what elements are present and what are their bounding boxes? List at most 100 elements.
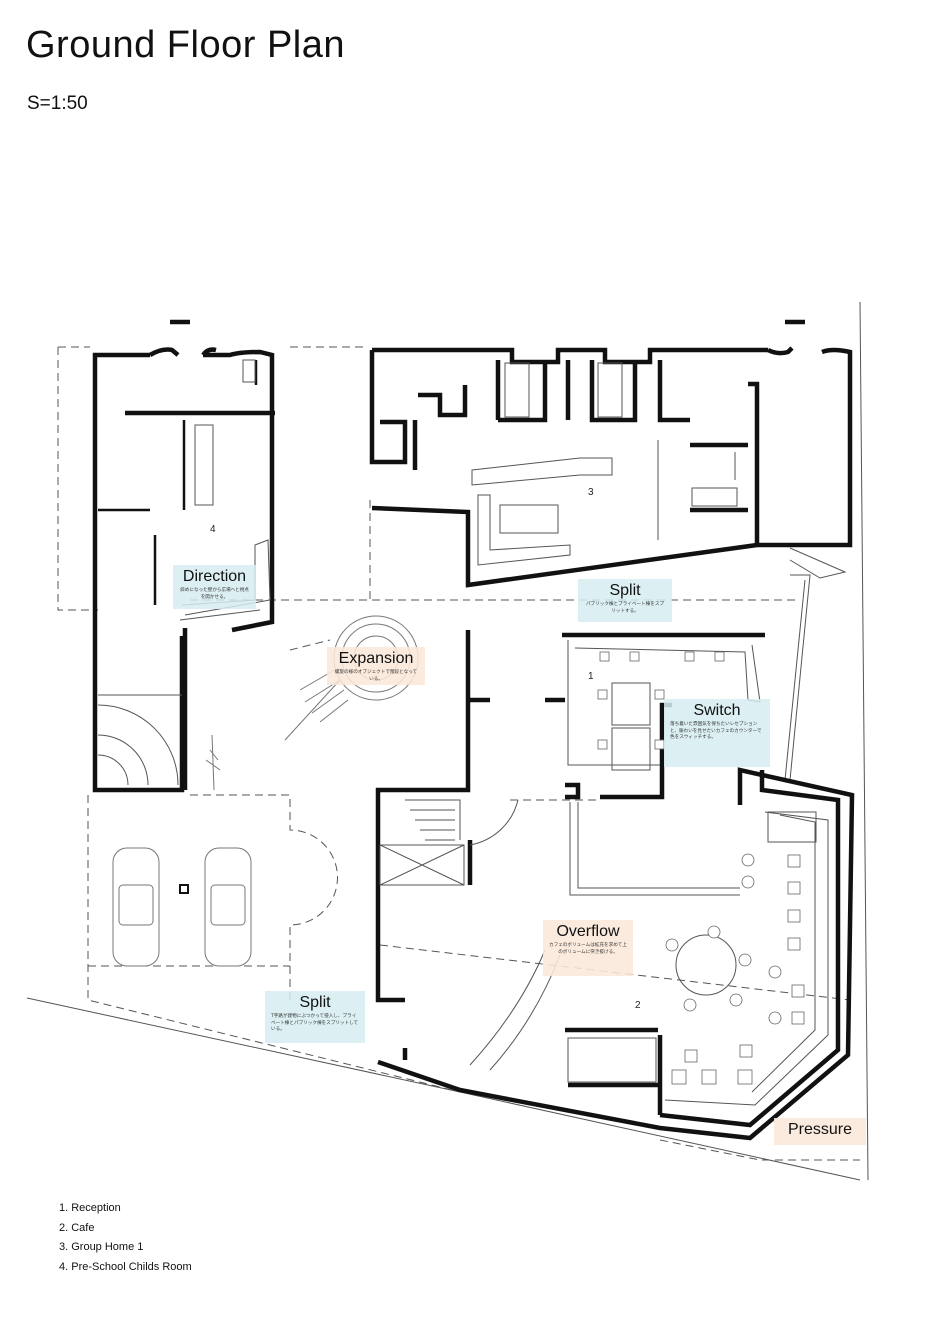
chair (741, 875, 755, 889)
chair (707, 925, 721, 939)
door-swing (469, 799, 519, 846)
annotation-note: カフェのボリュームは拡充を求めて上のボリュームに突き抜ける。 (549, 943, 627, 955)
sofa (477, 494, 571, 566)
room-number-1: 1 (588, 671, 594, 682)
kitchen-counter (179, 609, 261, 621)
bath (597, 362, 623, 418)
chair (654, 739, 665, 750)
annotation-title: Split (299, 994, 331, 1011)
car-outline (118, 884, 154, 926)
storage (691, 487, 738, 507)
reception-frame (567, 640, 660, 766)
chair (787, 854, 801, 868)
annotation-overflow: Overflow カフェのボリュームは拡充を求めて上のボリュームに突き抜ける。 (543, 920, 633, 976)
legend-item: 4. Pre-School Childs Room (59, 1260, 192, 1273)
room-number-2: 2 (635, 1000, 641, 1011)
window-frame (242, 359, 256, 383)
annotation-title: Split (609, 582, 641, 599)
overflow-ramp (469, 949, 546, 1066)
wall (377, 767, 855, 1141)
arc-ramp (97, 734, 149, 786)
chair (701, 1069, 717, 1085)
chair (768, 965, 782, 979)
chair (599, 651, 610, 662)
car-outline (204, 847, 252, 967)
chair (714, 651, 725, 662)
bicycle (205, 734, 221, 791)
annotation-note: T字路が建物にぶつかって侵入し、プライベート棟とパブリック棟をスプリットしている… (271, 1014, 359, 1032)
chair (739, 1044, 753, 1058)
cafe-frame (577, 802, 740, 889)
wall (766, 346, 794, 356)
desk (611, 682, 651, 726)
stair-box (379, 844, 465, 886)
chair (597, 689, 608, 700)
page-title: Ground Floor Plan (26, 24, 345, 66)
furniture (194, 424, 214, 506)
annotation-note: 斜めになった壁から広場へと視点を開かせる。 (180, 588, 249, 600)
car-outline (112, 847, 160, 967)
chair (654, 689, 665, 700)
annotation-switch: Switch 落ち着いた雰囲気を保ちたいレセプションと、賑わいを見せたいカフェの… (664, 699, 770, 767)
chair (597, 739, 608, 750)
chair (737, 1069, 753, 1085)
dashed-zone-outline (190, 794, 338, 1000)
counter (471, 457, 613, 486)
counter (767, 811, 817, 843)
site-boundary (26, 997, 861, 1181)
dashed-zone-outline (57, 347, 98, 611)
chair (683, 998, 697, 1012)
wall (369, 350, 408, 465)
wall (657, 360, 690, 423)
post (179, 884, 189, 894)
bath (504, 362, 530, 418)
annotation-expansion: Expansion 螺旋の様のオブジェクトで階段となっている。 (327, 647, 425, 685)
stair-box (379, 844, 465, 886)
bar-counter (751, 814, 816, 1093)
wall (565, 782, 581, 800)
chair (684, 651, 695, 662)
wall (375, 630, 471, 1003)
chair (787, 937, 801, 951)
arc-ramp (97, 754, 129, 786)
legend-item: 3. Group Home 1 (59, 1241, 144, 1254)
spiral-stair (299, 667, 349, 723)
chair (729, 993, 743, 1007)
legend-item: 2. Cafe (59, 1221, 95, 1234)
chair (684, 1049, 698, 1063)
chair (787, 909, 801, 923)
bar-counter (664, 811, 829, 1106)
annotation-title: Direction (182, 568, 247, 585)
chair (787, 881, 801, 895)
wall (589, 360, 638, 423)
annotation-title: Overflow (556, 923, 620, 940)
annotation-title: Switch (693, 702, 741, 719)
chair (768, 1011, 782, 1025)
wall (748, 347, 853, 548)
wall (203, 349, 275, 633)
annotation-title: Pressure (787, 1121, 853, 1138)
cafe-frame (569, 802, 740, 896)
wall (659, 770, 841, 1128)
ramp (789, 547, 847, 579)
round-table (675, 934, 737, 996)
table (499, 504, 559, 534)
legend-item: 1. Reception (59, 1202, 121, 1214)
counter (567, 1037, 657, 1083)
arc-ramp (97, 704, 179, 786)
chair (738, 953, 752, 967)
dashed-zone-outline (659, 1139, 860, 1161)
car-outline (210, 884, 246, 926)
wall (498, 360, 548, 423)
ramp (784, 579, 806, 781)
wall (148, 347, 180, 357)
chair (671, 1069, 687, 1085)
dashed-zone-outline (289, 639, 331, 651)
chair (665, 938, 679, 952)
site-boundary (859, 301, 869, 1181)
annotation-split-bottom: Split T字路が建物にぶつかって侵入し、プライベート棟とパブリック棟をスプリ… (265, 991, 365, 1043)
spiral-stair (284, 679, 341, 741)
dashed-zone-outline (87, 795, 461, 1093)
wall (600, 702, 672, 800)
chair (741, 853, 755, 867)
